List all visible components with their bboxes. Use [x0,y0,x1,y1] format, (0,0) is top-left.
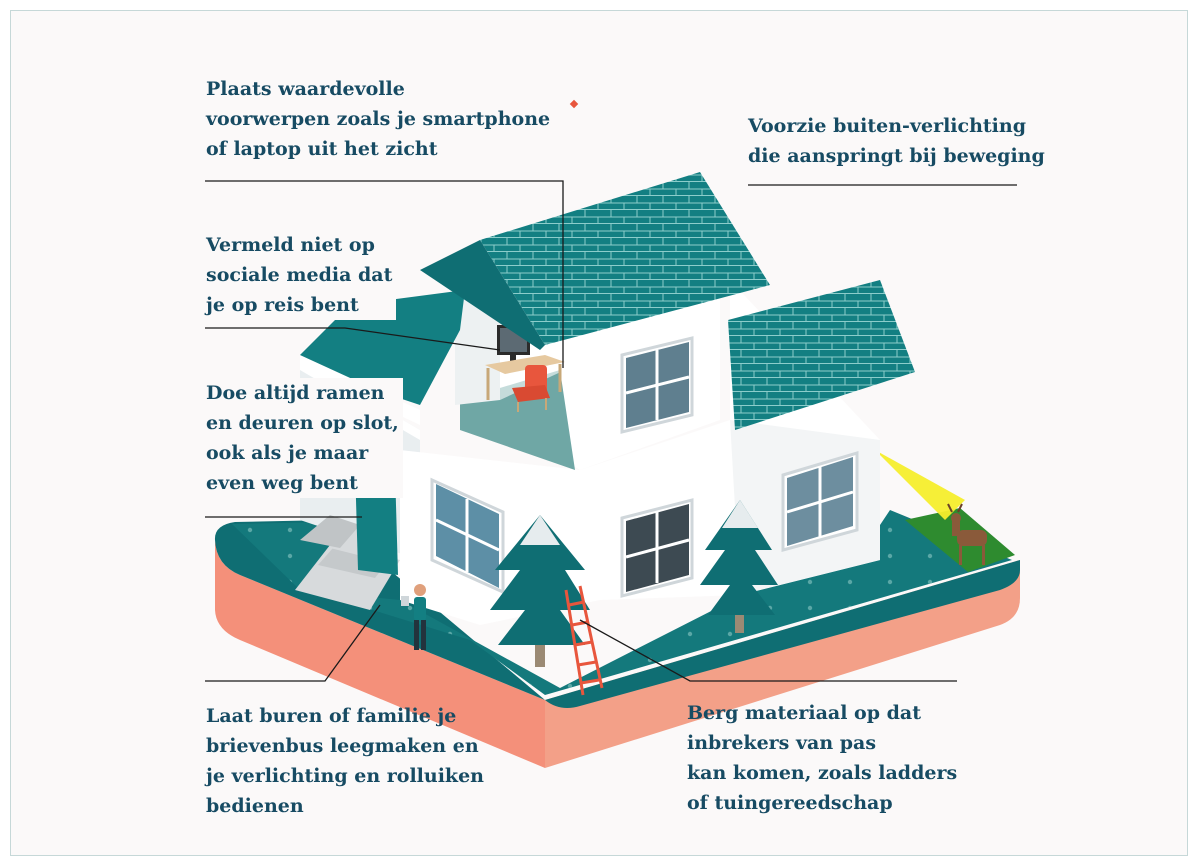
light-beam [875,450,965,520]
tip-neighbours: Laat buren of familie je brievenbus leeg… [206,705,484,817]
window-right [781,450,859,552]
decorative-dot [569,99,579,109]
person-icon [401,584,426,650]
tip-social-media: Vermeld niet op sociale media dat je op … [206,230,397,320]
window-lower-front [620,498,694,598]
deer-icon [947,503,987,565]
window-lower-left [430,477,505,595]
tip-lock-doors: Doe altijd ramen en deuren op slot, ook … [206,378,403,498]
tree-icon [700,500,778,633]
tip-outdoor-lighting: Voorzie buiten-verlichting die aanspring… [748,115,1045,167]
tree-icon [490,515,590,667]
ladder-icon [564,585,604,696]
leader-tools [579,619,957,682]
leader-lines [205,180,1017,682]
leader-valuables [205,180,564,368]
soil-left [215,540,545,768]
leader-neighbours [205,604,381,682]
tip-store-tools: Berg materiaal op dat inbrekers van pas … [687,702,958,814]
ground-base [214,508,1021,768]
tip-valuables: Plaats waardevolle voorwerpen zoals je s… [206,78,551,160]
window-upper [620,336,694,434]
roof-main [480,172,770,345]
roofs [300,172,915,430]
chair-icon [512,365,550,412]
leader-social [205,327,501,351]
roof-right [728,280,915,430]
